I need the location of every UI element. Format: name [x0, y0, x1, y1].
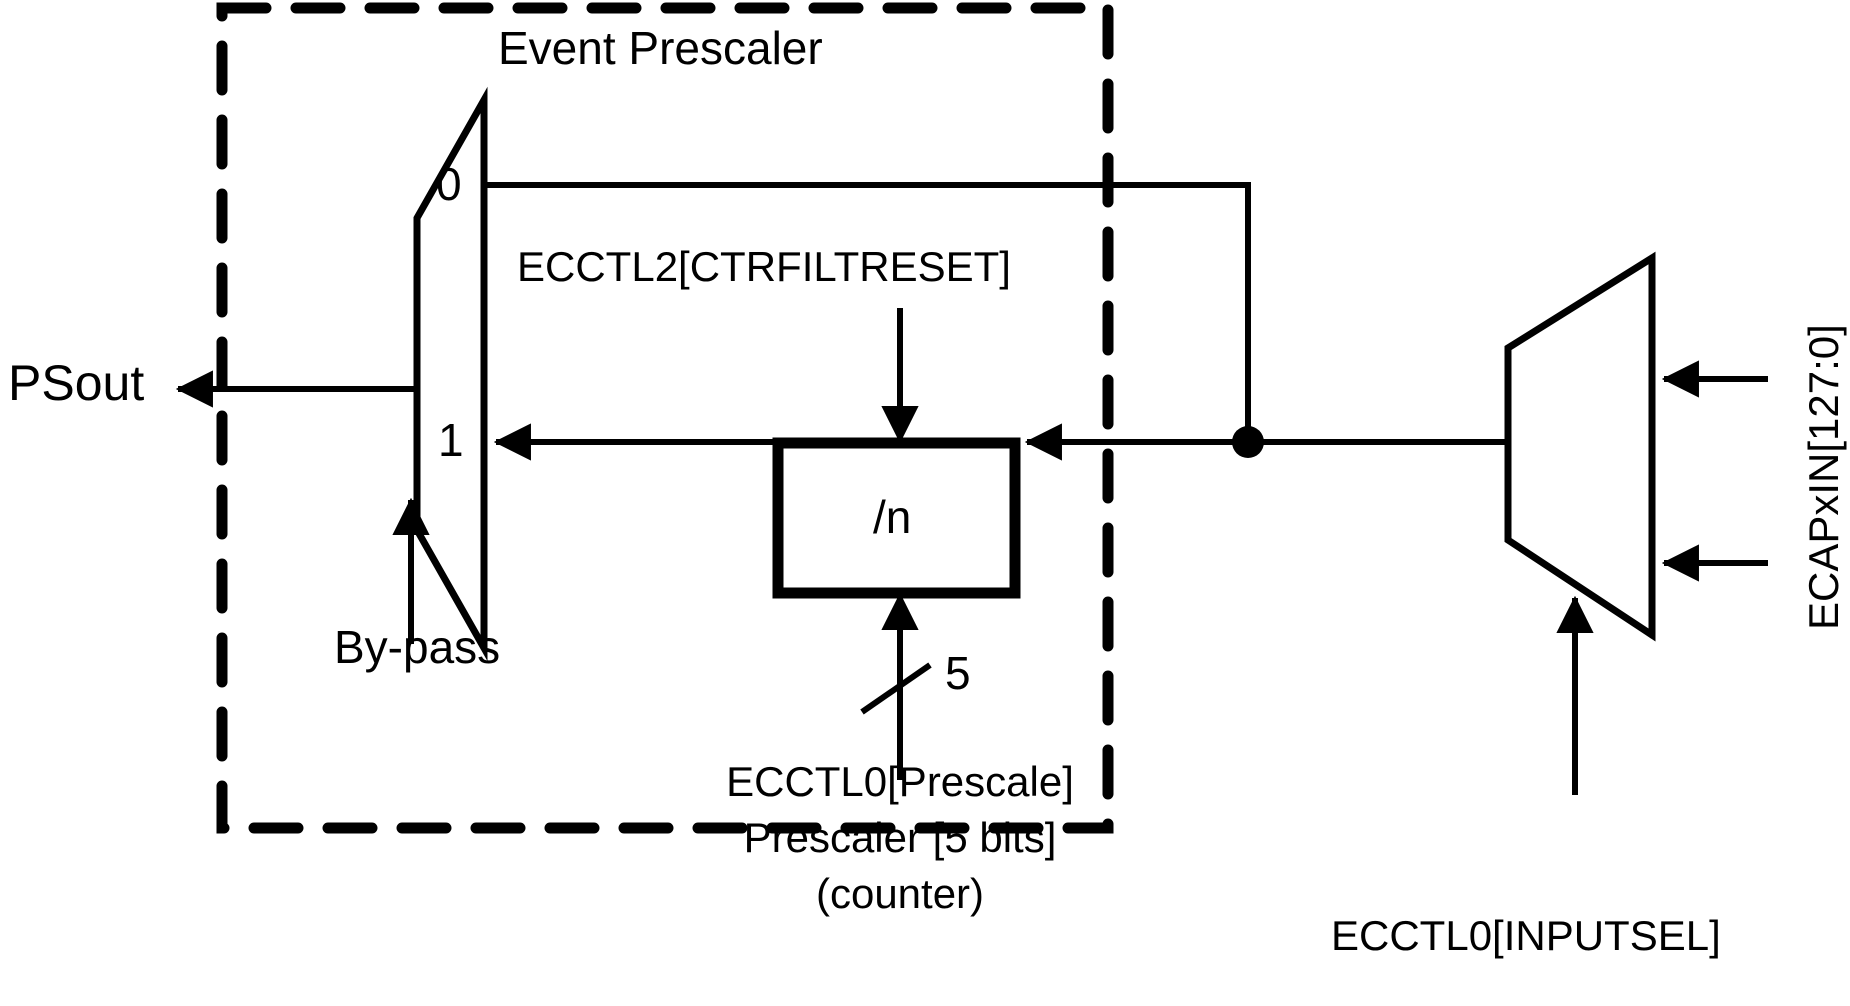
ecapxin-bus-label: ECAPxIN[127:0]	[1800, 324, 1847, 630]
prescale-control-label-line2: Prescaler [5 bits]	[743, 814, 1057, 861]
inputsel-label: ECCTL0[INPUTSEL]	[1331, 912, 1721, 959]
bypass-path-wire	[484, 182, 1251, 442]
bus-width-label: 5	[945, 647, 971, 699]
psout-label: PSout	[8, 355, 145, 411]
divide-by-n-label: /n	[873, 491, 912, 543]
input-select-mux-shape	[1504, 251, 1656, 642]
event-prescaler-boundary	[216, 2, 1114, 834]
prescale-control-label-line1: ECCTL0[Prescale]	[726, 758, 1074, 805]
mux-input-1-label: 1	[438, 414, 464, 466]
ctrfiltreset-label: ECCTL2[CTRFILTRESET]	[517, 243, 1011, 290]
bypass-label: By-pass	[334, 621, 501, 673]
event-prescaler-title: Event Prescaler	[498, 22, 823, 74]
mux-input-0-label: 0	[436, 158, 462, 210]
prescale-control-label-line3: (counter)	[815, 870, 985, 917]
bus-width-slash	[860, 662, 932, 715]
